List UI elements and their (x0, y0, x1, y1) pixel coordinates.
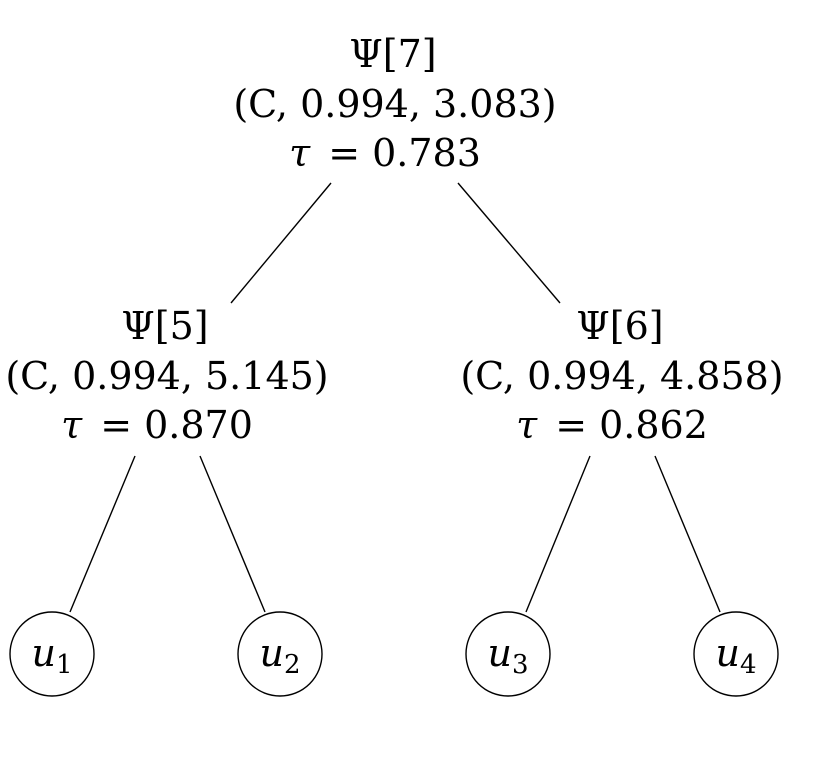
node-root: Ψ[7] (C, 0.994, 3.083) τ = 0.783 (233, 32, 556, 175)
leaf-u3-circle (465, 611, 551, 697)
root-tau-symbol: τ (289, 131, 311, 175)
leaf-u3: u3 (465, 611, 551, 697)
leaf-u4-sub: 4 (740, 650, 757, 680)
leaf-u1-var: u (31, 631, 55, 675)
leaf-u2-label: u2 (259, 631, 300, 680)
right-tau-value: = 0.862 (555, 403, 708, 447)
leaf-u2-var: u (259, 631, 283, 675)
leaf-u4: u4 (693, 611, 779, 697)
edge-left-u2 (199, 455, 266, 613)
edge-root-right (457, 182, 561, 304)
leaf-u2: u2 (237, 611, 323, 697)
left-name: Ψ[5] (121, 304, 208, 348)
root-params: (C, 0.994, 3.083) (233, 82, 556, 126)
edge-right-u4 (654, 455, 721, 613)
leaf-u4-var: u (715, 631, 739, 675)
edge-right-u3 (525, 455, 591, 613)
left-tau-symbol: τ (61, 403, 83, 447)
right-name: Ψ[6] (576, 304, 663, 348)
right-tau: τ = 0.862 (516, 403, 708, 447)
leaf-u1-circle (9, 611, 95, 697)
leaf-u3-sub: 3 (512, 650, 529, 680)
leaf-u1: u1 (9, 611, 95, 697)
leaf-u2-circle (237, 611, 323, 697)
right-tau-symbol: τ (516, 403, 538, 447)
edge-left-u1 (69, 455, 136, 613)
left-tau-value: = 0.870 (100, 403, 253, 447)
right-params: (C, 0.994, 4.858) (460, 354, 783, 398)
leaf-u2-sub: 2 (284, 650, 301, 680)
node-right: Ψ[6] (C, 0.994, 4.858) τ = 0.862 (460, 304, 783, 447)
leaf-u3-label: u3 (487, 631, 528, 680)
left-params: (C, 0.994, 5.145) (5, 354, 328, 398)
leaf-u1-sub: 1 (56, 650, 73, 680)
leaf-u3-var: u (487, 631, 511, 675)
leaf-u4-circle (693, 611, 779, 697)
left-tau: τ = 0.870 (61, 403, 253, 447)
edge-root-left (230, 182, 332, 304)
root-name: Ψ[7] (349, 32, 436, 76)
leaf-u4-label: u4 (715, 631, 756, 680)
leaf-u1-label: u1 (31, 631, 72, 680)
root-tau: τ = 0.783 (289, 131, 481, 175)
node-left: Ψ[5] (C, 0.994, 5.145) τ = 0.870 (5, 304, 328, 447)
root-tau-value: = 0.783 (328, 131, 481, 175)
